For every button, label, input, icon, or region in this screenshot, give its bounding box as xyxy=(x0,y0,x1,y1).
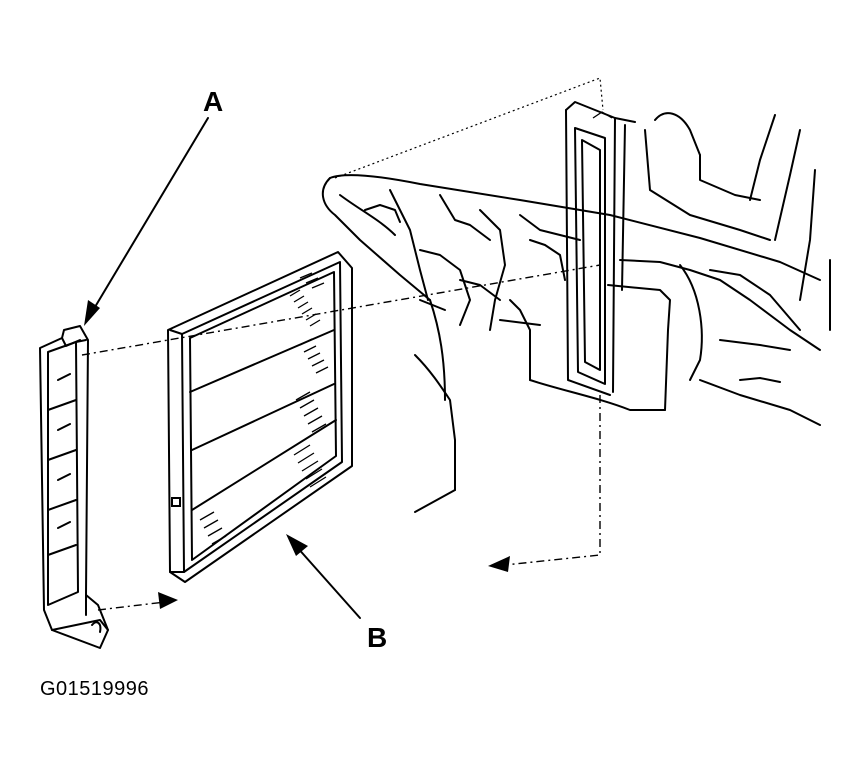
filter-tab xyxy=(171,497,181,507)
figure-id: G01519996 xyxy=(40,678,150,700)
arrowhead-cover xyxy=(158,592,178,609)
arrowhead-housing xyxy=(488,556,510,572)
filter-slot-frame xyxy=(565,101,636,396)
filter-pleats xyxy=(199,272,329,545)
filter-cover xyxy=(39,325,109,649)
hvac-housing xyxy=(321,112,831,513)
callout-label-b: B xyxy=(367,622,388,653)
callout-label-a: A xyxy=(203,86,224,117)
arrowhead-b xyxy=(286,534,308,556)
alignment-guides xyxy=(81,77,604,611)
callout-leaders xyxy=(84,117,361,619)
arrowhead-a xyxy=(84,300,100,326)
cabin-air-filter xyxy=(167,251,353,583)
